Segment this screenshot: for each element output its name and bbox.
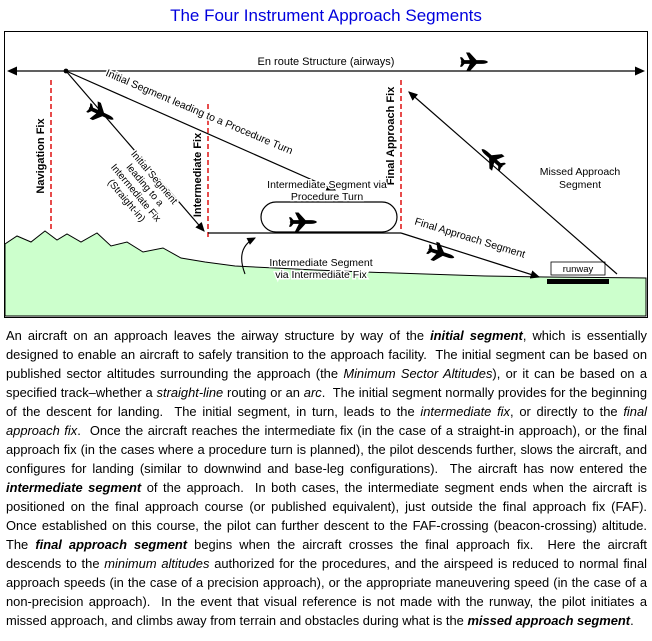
svg-text:via Intermediate Fix: via Intermediate Fix [275,269,367,281]
initial-segment-pt-line [65,70,337,191]
intermediate-via-pt-label: Intermediate Segment via Procedure Turn [266,178,389,205]
approach-diagram-svg: En route Structure (airways) Navigation … [5,52,647,317]
svg-text:Missed Approach: Missed Approach [540,166,621,178]
intermediate-via-if-arrow [241,237,256,275]
enroute-label: En route Structure (airways) [258,56,395,68]
initial-segment-straight-line [65,70,205,232]
svg-text:Intermediate Segment: Intermediate Segment [269,257,372,269]
runway-label-box [550,261,606,276]
initial-segment-straight-label: Initial Segment leading to a Intermediat… [104,147,181,226]
intermediate-via-if-label: Intermediate Segment via Intermediate Fi… [268,256,374,283]
missed-approach-line [408,91,618,275]
terrain [5,230,647,317]
description-paragraph: An aircraft on an approach leaves the ai… [6,328,651,628]
intermediate-fix-label: Intermediate Fix [192,132,204,217]
missed-approach-label: Missed Approach Segment [538,165,622,193]
airplane-initial-icon [84,98,118,128]
airplane-enroute-icon [460,52,488,72]
svg-text:Procedure Turn: Procedure Turn [291,191,364,203]
airplane-intermediate-icon [289,212,317,232]
enroute-arrow-right-icon [635,66,645,76]
runway-label: runway [563,264,594,275]
final-approach-fix-label: Final Approach Fix [385,86,397,185]
enroute-arrow-left-icon [7,66,17,76]
page-title: The Four Instrument Approach Segments [170,6,482,25]
airplane-final-icon [424,239,458,267]
airplane-missed-icon [475,141,510,175]
svg-text:Segment: Segment [559,179,601,191]
runway-bar [547,279,609,284]
final-approach-line [400,232,541,279]
final-approach-label: Final Approach Segment [413,216,527,261]
procedure-turn-loop [260,201,398,233]
approach-diagram: En route Structure (airways) Navigation … [4,31,648,318]
navigation-fix-label: Navigation Fix [35,118,47,194]
svg-text:Intermediate Segment via: Intermediate Segment via [267,179,387,191]
